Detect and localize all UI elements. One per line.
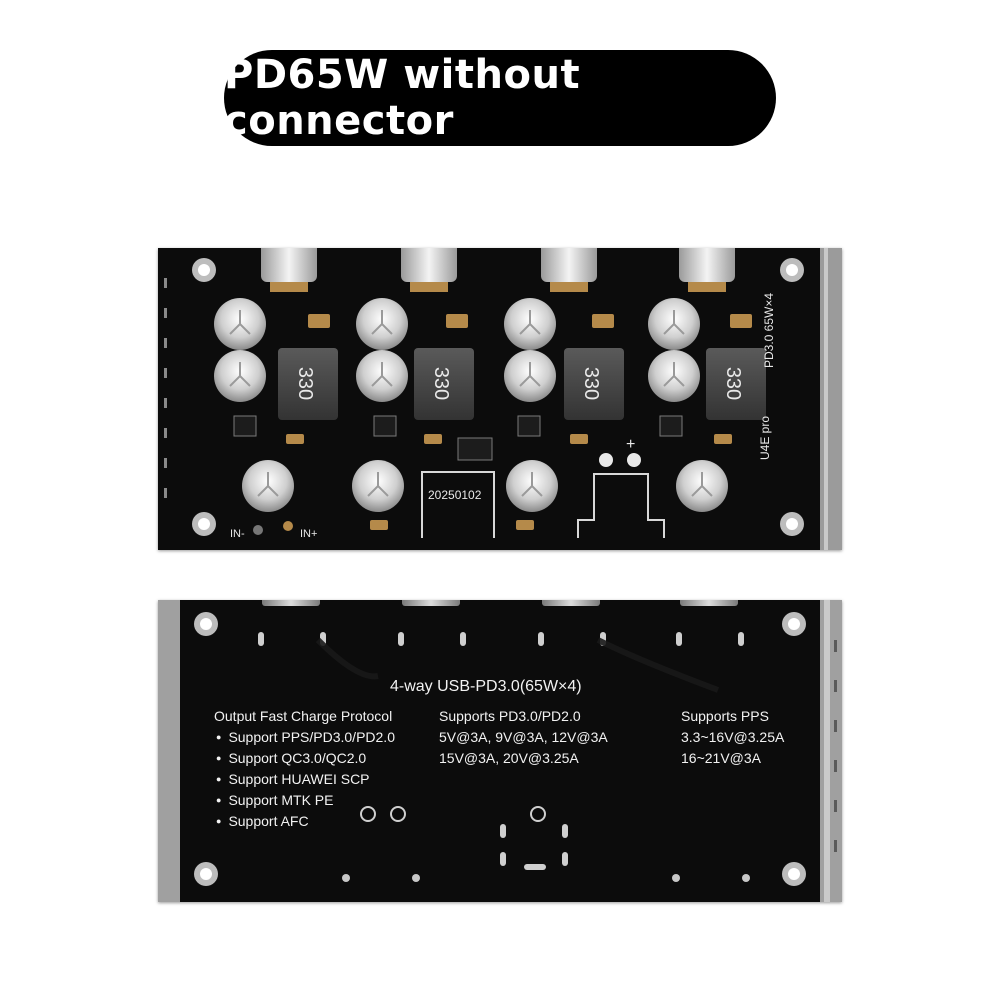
pcb-top-graphics [164, 248, 842, 550]
pps-line: Supports PPS [681, 708, 769, 724]
inductor-marking-2: 330 [430, 366, 453, 401]
plus-label: + [626, 436, 636, 453]
inductors [278, 348, 766, 420]
silkscreen-model: PD3.0 65W×4 [762, 292, 776, 368]
bottom-mounting-holes [194, 612, 806, 886]
pd-line: 5V@3A, 9V@3A, 12V@3A [439, 729, 608, 745]
date-code: 20250102 [428, 488, 482, 502]
pd-line: 15V@3A, 20V@3.25A [439, 750, 579, 766]
protocol-item: Support QC3.0/QC2.0 [216, 748, 395, 769]
protocol-item: Support MTK PE [216, 790, 395, 811]
pps-line: 3.3~16V@3.25A [681, 729, 785, 745]
pcb-bottom-graphics [158, 600, 842, 902]
pd-line: Supports PD3.0/PD2.0 [439, 708, 581, 724]
pps-line: 16~21V@3A [681, 750, 761, 766]
protocol-title: Output Fast Charge Protocol [214, 708, 393, 724]
protocol-item: Support AFC [216, 811, 395, 832]
protocol-list: Support PPS/PD3.0/PD2.0 Support QC3.0/QC… [216, 727, 395, 832]
usb-c-ports [261, 248, 735, 292]
page-title: PD65W without connector [224, 52, 581, 144]
pcb-top-view: 330 330 330 330 PD3.0 65W×4 U4E pro 2025… [158, 248, 842, 550]
inductor-marking-4: 330 [722, 366, 745, 401]
silkscreen-brand: U4E pro [758, 415, 772, 460]
bottom-heading: 4-way USB-PD3.0(65W×4) [390, 678, 582, 695]
protocol-item: Support PPS/PD3.0/PD2.0 [216, 727, 395, 748]
protocol-item: Support HUAWEI SCP [216, 769, 395, 790]
pcb-bottom-view: 4-way USB-PD3.0(65W×4) Output Fast Charg… [158, 600, 842, 902]
mounting-holes [192, 258, 804, 536]
title-pill: PD65W without connector [224, 50, 776, 146]
in-plus-label: IN+ [300, 528, 318, 540]
in-minus-label: IN- [230, 528, 245, 540]
inductor-marking-1: 330 [294, 366, 317, 401]
inductor-marking-3: 330 [580, 366, 603, 401]
